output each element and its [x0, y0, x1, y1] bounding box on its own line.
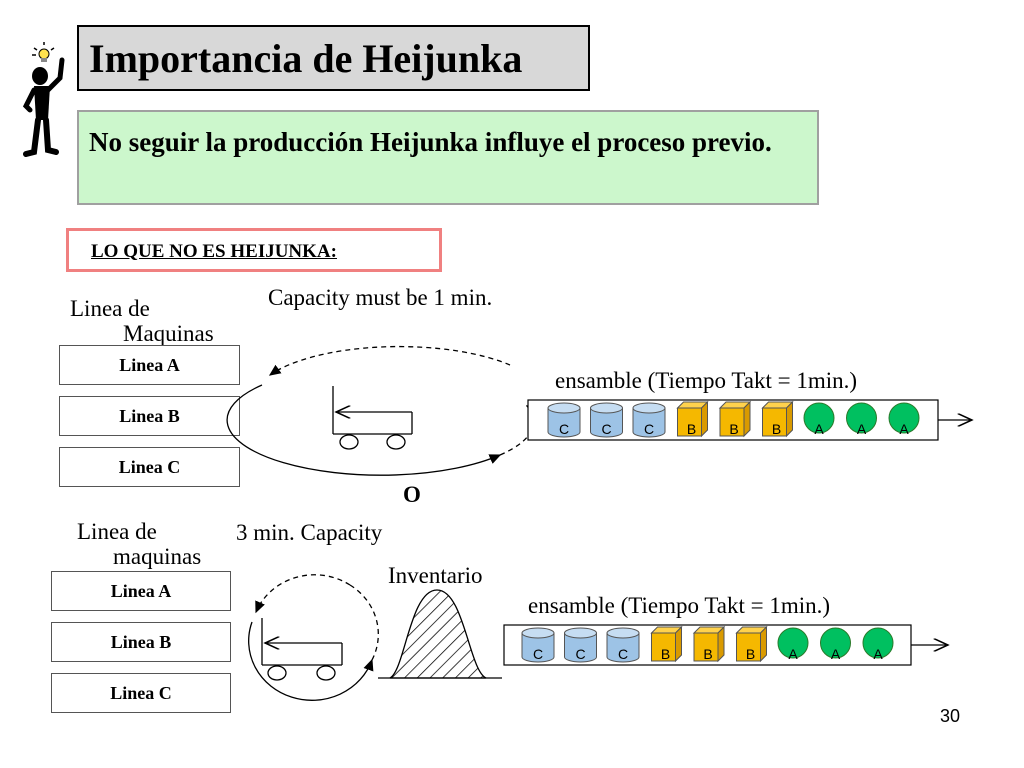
title-box: Importancia de Heijunka [77, 25, 590, 91]
bottom-line-c-label: Linea C [110, 682, 172, 703]
top-queue-item-label: C [559, 421, 569, 437]
top-queue-item-b: B [761, 400, 794, 438]
top-queue-item-label: A [814, 421, 824, 437]
top-marker-o: O [403, 482, 421, 507]
top-assembly-label: ensamble (Tiempo Takt = 1min.) [555, 368, 858, 393]
bottom-queue-item-a: A [862, 627, 894, 662]
bottom-queue-item-b: B [735, 625, 768, 663]
warning-label: LO QUE NO ES HEIJUNKA: [91, 241, 337, 262]
inventory-label: Inventario [388, 563, 483, 588]
bottom-assembly-label: ensamble (Tiempo Takt = 1min.) [528, 593, 831, 618]
top-lines-label-1: Linea de [70, 296, 150, 321]
top-capacity-label: Capacity must be 1 min. [268, 285, 493, 310]
bottom-line-c: Linea C [51, 673, 231, 713]
bottom-queue-item-a: A [820, 627, 851, 662]
bottom-lines-label-1: Linea de [77, 519, 157, 544]
warning-box: LO QUE NO ES HEIJUNKA: [66, 228, 442, 272]
top-line-a: Linea A [59, 345, 240, 385]
top-queue-item-b: B [718, 400, 752, 438]
top-queue-item-label: C [644, 421, 654, 437]
bottom-lines-label-2: maquinas [113, 544, 202, 569]
top-queue-item-label: C [601, 421, 611, 437]
bottom-queue-item-label: A [873, 646, 883, 662]
bottom-queue-item-label: C [618, 646, 628, 662]
bottom-queue-item-label: A [831, 646, 841, 662]
top-queue-item-label: B [772, 421, 781, 437]
bottom-queue-item-label: B [661, 646, 670, 662]
top-queue-item-b: B [676, 400, 709, 438]
top-line-c: Linea C [59, 447, 240, 487]
top-queue-item-c: C [590, 402, 623, 438]
top-queue-item-c: C [547, 402, 581, 438]
bottom-queue-item-b: B [650, 625, 683, 663]
top-queue-item-a: A [803, 402, 835, 437]
bottom-queue-item-label: A [788, 646, 798, 662]
top-queue-item-a: A [888, 402, 920, 437]
bottom-capacity-label: 3 min. Capacity [236, 520, 383, 545]
page-title: Importancia de Heijunka [89, 36, 523, 81]
top-queue-item-a: A [846, 402, 877, 437]
bottom-line-a-label: Linea A [110, 580, 172, 601]
bottom-queue-item-label: C [575, 646, 585, 662]
bottom-line-b: Linea B [51, 622, 231, 662]
bottom-queue-item-c: C [521, 627, 555, 663]
top-lines-label-2: Maquinas [123, 321, 214, 346]
top-cart-icon [332, 386, 413, 450]
bottom-queue-item-label: B [703, 646, 712, 662]
top-line-a-label: Linea A [119, 354, 180, 375]
inventory-pile-icon [378, 589, 502, 679]
top-queue-item-label: A [899, 421, 909, 437]
top-queue-item-c: C [632, 402, 666, 438]
thinking-person-icon [22, 42, 65, 157]
page-number: 30 [940, 706, 961, 726]
top-line-b-label: Linea B [119, 405, 180, 426]
subtitle-box: No seguir la producción Heijunka influye… [77, 110, 819, 205]
bottom-loop [248, 574, 379, 701]
top-queue-item-label: B [687, 421, 696, 437]
bottom-queue-item-c: C [564, 627, 597, 663]
bottom-queue-item-label: C [533, 646, 543, 662]
bottom-queue-item-b: B [692, 625, 726, 663]
top-line-b: Linea B [59, 396, 240, 436]
subtitle-text: No seguir la producción Heijunka influye… [89, 127, 772, 157]
bottom-queue-item-a: A [777, 627, 809, 662]
top-line-c-label: Linea C [118, 456, 181, 477]
bottom-queue-item-label: B [746, 646, 755, 662]
top-loop [226, 345, 535, 476]
bottom-line-a: Linea A [51, 571, 231, 611]
top-queue-item-label: A [857, 421, 867, 437]
top-queue-item-label: B [729, 421, 738, 437]
bottom-cart-icon [261, 618, 343, 681]
bottom-line-b-label: Linea B [110, 631, 172, 652]
bottom-queue-item-c: C [606, 627, 640, 663]
